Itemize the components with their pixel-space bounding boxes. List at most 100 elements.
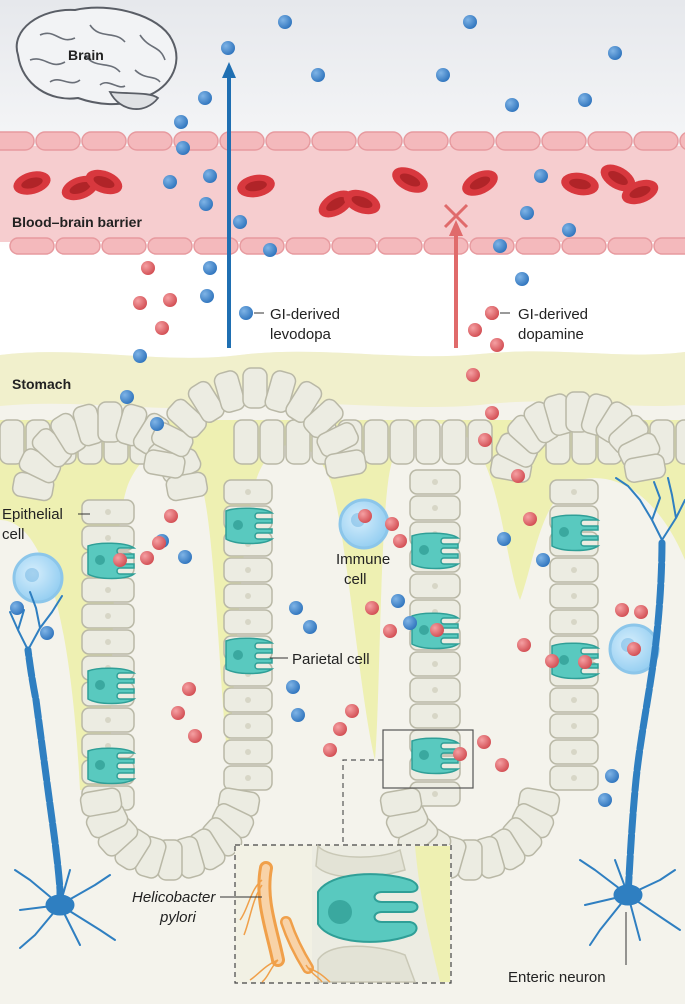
- blood-vessel: [0, 131, 685, 255]
- dopamine-molecule: [323, 743, 337, 757]
- vessel-wall-bottom: [9, 237, 685, 255]
- parietal-cell: [551, 514, 601, 552]
- dopamine-molecule: [171, 706, 185, 720]
- parietal-cells: [87, 507, 601, 785]
- red-blood-cell: [392, 167, 428, 193]
- levodopa-molecule: [493, 239, 507, 253]
- levodopa-molecule: [198, 91, 212, 105]
- epithelial-cell: [259, 419, 285, 465]
- red-blood-cell: [621, 179, 659, 205]
- vessel-wall-segment: [469, 237, 515, 255]
- levodopa-molecule: [497, 532, 511, 546]
- epithelial-cell: [151, 422, 194, 458]
- dopamine-molecule: [163, 293, 177, 307]
- levodopa-molecule: [203, 169, 217, 183]
- dopamine-molecule: [478, 433, 492, 447]
- vessel-wall-segment: [311, 131, 357, 151]
- vessel-wall-segment: [541, 131, 587, 151]
- levodopa-molecule: [178, 550, 192, 564]
- levodopa-molecule: [605, 769, 619, 783]
- enteric-neuron-left: [9, 591, 116, 949]
- epithelial-cell: [264, 370, 297, 413]
- levodopa-molecule: [536, 553, 550, 567]
- levodopa-arrow: [222, 62, 236, 348]
- dopamine-molecule: [333, 722, 347, 736]
- epithelial-cell: [233, 419, 259, 465]
- epithelial-cell: [324, 449, 367, 479]
- levodopa-molecule: [303, 620, 317, 634]
- parietal-cell: [225, 637, 275, 675]
- vessel-wall-segment: [357, 131, 403, 151]
- vessel-wall-segment: [515, 237, 561, 255]
- stomach-label: Stomach: [12, 376, 71, 392]
- enteric-neuron-label: Enteric neuron: [508, 969, 606, 986]
- red-blood-cell: [237, 174, 275, 198]
- red-blood-cell: [13, 171, 51, 195]
- levodopa-molecule: [278, 15, 292, 29]
- epithelial-cell: [389, 419, 415, 465]
- dopamine-molecule: [133, 296, 147, 310]
- epithelial-cell: [79, 787, 123, 817]
- brain-icon: [15, 6, 178, 110]
- dopamine-molecule: [485, 406, 499, 420]
- levodopa-molecule: [120, 390, 134, 404]
- levodopa-molecule: [203, 261, 217, 275]
- levodopa-molecule: [150, 417, 164, 431]
- red-blood-cell: [85, 169, 123, 195]
- immune-cells: [12, 498, 660, 675]
- levodopa-label-line2: levodopa: [270, 326, 332, 343]
- immune-label-line2: cell: [344, 571, 367, 588]
- dopamine-molecule: [113, 553, 127, 567]
- epithelial-cell: [415, 419, 441, 465]
- enteric-neuron-right: [579, 477, 685, 946]
- vessel-wall-segment: [9, 237, 55, 255]
- red-blood-cell: [561, 172, 599, 196]
- levodopa-label-line1: GI-derived: [270, 306, 340, 323]
- vessel-wall-segment: [423, 237, 469, 255]
- levodopa-molecule: [286, 680, 300, 694]
- dopamine-molecule: [634, 605, 648, 619]
- epithelial-cell: [285, 380, 323, 424]
- dopamine-molecule: [490, 338, 504, 352]
- bbb-label: Blood–brain barrier: [12, 214, 142, 230]
- epithelial-label-line1: Epithelial: [2, 506, 63, 523]
- vessel-wall-segment: [403, 131, 449, 151]
- epithelial-cell: [303, 398, 344, 439]
- dopamine-label-line1: GI-derived: [518, 306, 588, 323]
- dopamine-molecule: [578, 655, 592, 669]
- immune-cell-center: [338, 498, 390, 550]
- levodopa-molecule: [199, 197, 213, 211]
- levodopa-molecule: [10, 601, 24, 615]
- levodopa-molecule: [608, 46, 622, 60]
- hpylori-label-line2: pylori: [159, 909, 197, 926]
- parietal-cell: [87, 667, 137, 705]
- immune-label-line1: Immune: [336, 551, 390, 568]
- epithelial-cell: [143, 449, 186, 479]
- levodopa-molecule: [263, 243, 277, 257]
- vessel-wall-segment: [561, 237, 607, 255]
- dopamine-molecule: [365, 601, 379, 615]
- epithelial-cell: [316, 422, 359, 458]
- levodopa-molecule: [311, 68, 325, 82]
- levodopa-molecule: [40, 626, 54, 640]
- dopamine-molecule: [627, 642, 641, 656]
- vessel-wall-segment: [55, 237, 101, 255]
- zoom-inset: [234, 729, 474, 984]
- vessel-wall-segment: [377, 237, 423, 255]
- levodopa-molecule: [133, 349, 147, 363]
- levodopa-molecule: [391, 594, 405, 608]
- epithelial-cell: [0, 419, 25, 465]
- immune-cell-left: [12, 552, 64, 604]
- epithelial-cell: [623, 453, 667, 483]
- levodopa-molecule: [562, 223, 576, 237]
- dopamine-molecule: [188, 729, 202, 743]
- vessel-wall-segment: [633, 131, 679, 151]
- parietal-cell: [411, 532, 461, 570]
- levodopa-molecule: [200, 289, 214, 303]
- dopamine-molecule: [182, 682, 196, 696]
- dopamine-label-line2: dopamine: [518, 326, 584, 343]
- red-blood-cell: [462, 170, 498, 196]
- epithelial-cell: [166, 398, 207, 439]
